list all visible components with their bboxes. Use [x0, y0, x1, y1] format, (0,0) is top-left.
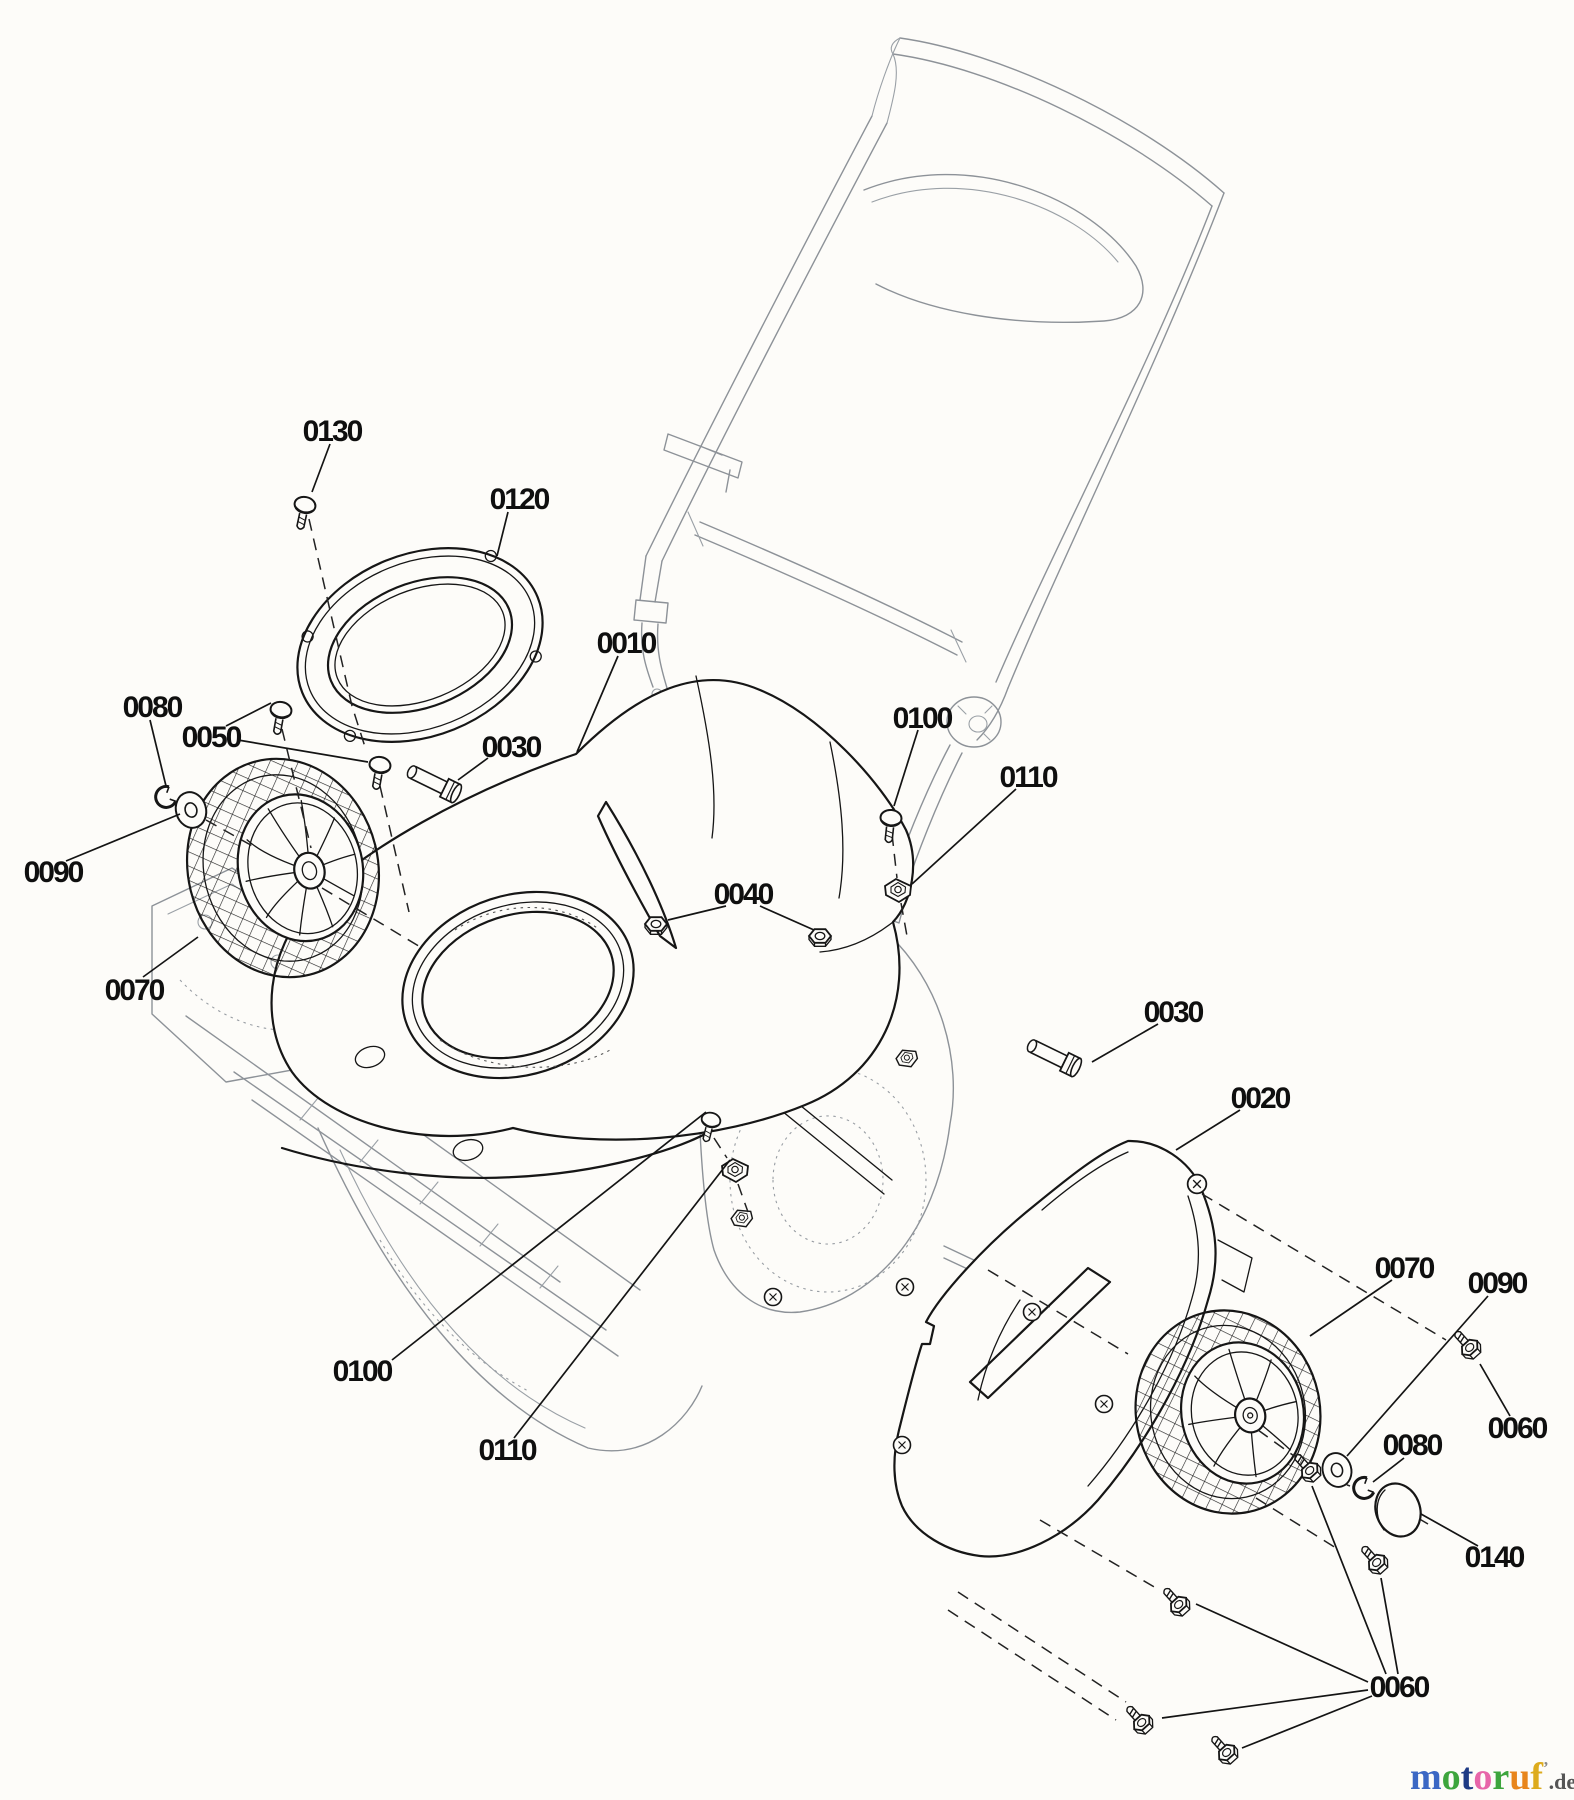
part-screw-0060-5: [1119, 1699, 1158, 1739]
logo-tld: .de: [1549, 1769, 1574, 1794]
part-screw-0060-4: [1156, 1581, 1195, 1621]
part-washer-0090-right: [1317, 1448, 1357, 1492]
callout-0110-bottom: 0110: [478, 1434, 536, 1467]
part-hub-cap-0140: [1374, 1482, 1422, 1538]
callout-0060-bottom: 0060: [1370, 1671, 1430, 1704]
assembly-dashed-lines: [205, 518, 1447, 1721]
callout-0140: 0140: [1465, 1541, 1525, 1574]
part-top-cover-0010: [270, 675, 915, 1162]
callout-0100-top: 0100: [893, 702, 953, 735]
part-wheel-left-0070: [185, 757, 381, 979]
callout-0030-right: 0030: [1144, 996, 1204, 1029]
logo-letter: o: [1442, 1756, 1461, 1798]
callout-0070-right: 0070: [1375, 1252, 1435, 1285]
callout-0080-right: 0080: [1383, 1429, 1443, 1462]
callout-0110-top: 0110: [999, 761, 1057, 794]
callout-0040: 0040: [714, 878, 774, 911]
callout-0060-right: 0060: [1488, 1412, 1548, 1445]
part-screw-0050-a: [265, 699, 294, 737]
part-screw-0060-3: [1354, 1539, 1393, 1579]
callout-0080-left: 0080: [123, 691, 183, 724]
callout-0050: 0050: [182, 721, 242, 754]
callout-0010: 0010: [597, 627, 657, 660]
part-screw-0060-1: [1447, 1324, 1486, 1364]
part-eclip-0080-right: [1348, 1474, 1377, 1504]
callout-0020: 0020: [1231, 1082, 1291, 1115]
part-bolt-0030-left: [403, 760, 465, 805]
part-screw-0130: [288, 493, 318, 533]
logo-letter: m: [1410, 1756, 1442, 1798]
part-screw-0060-6: [1204, 1729, 1243, 1769]
part-square-nut-0110-bottom: [721, 1158, 749, 1183]
part-ring-gasket-0120: [296, 547, 544, 743]
logo-letter: o: [1473, 1756, 1492, 1798]
part-wheel-right-0070: [1134, 1309, 1322, 1515]
handle-frame: [633, 37, 1225, 924]
callout-leader-lines: [65, 443, 1511, 1749]
logo-letter: f: [1530, 1756, 1544, 1798]
callout-0120: 0120: [490, 483, 550, 516]
motoruf-watermark: motoruf’.de: [1410, 1756, 1574, 1798]
callout-0100-bottom: 0100: [333, 1355, 393, 1388]
callout-0130: 0130: [303, 415, 363, 448]
part-screw-0050-b: [364, 754, 393, 792]
callout-0030-left: 0030: [482, 731, 542, 764]
part-bolt-0030-right: [1023, 1034, 1085, 1079]
callout-0090-right: 0090: [1468, 1267, 1528, 1300]
logo-apostrophe: ’: [1543, 1758, 1549, 1777]
logo-letter: t: [1461, 1756, 1474, 1798]
part-belt-cover-0020: [892, 1139, 1253, 1558]
callout-0070-left: 0070: [105, 974, 165, 1007]
part-eclip-0080-left: [150, 783, 179, 813]
logo-letter: r: [1492, 1756, 1509, 1798]
callout-0090-left: 0090: [24, 856, 84, 889]
motoruf-logo-text: motoruf’.de: [1410, 1756, 1574, 1798]
logo-letter: u: [1509, 1756, 1530, 1798]
